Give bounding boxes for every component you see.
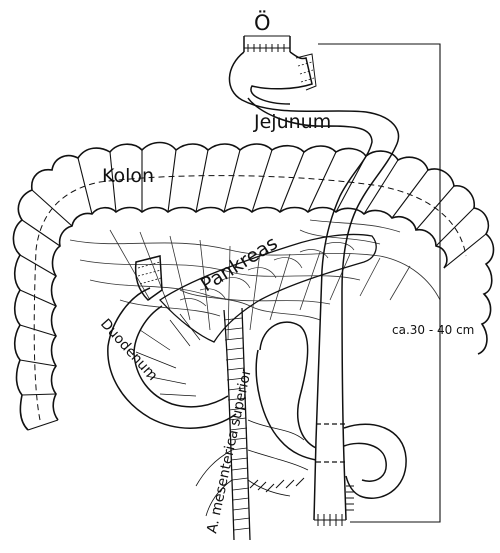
label-measurement: ca.30 - 40 cm xyxy=(392,323,474,337)
label-pancreas: Pankreas xyxy=(197,232,282,296)
label-jejunum: Jejunum xyxy=(253,111,331,133)
esophagus-stump xyxy=(244,36,290,52)
jejunum-limb-right-wall xyxy=(342,290,346,520)
mesentery-netting xyxy=(70,220,440,342)
jejunum-limb-left-wall xyxy=(314,270,322,520)
small-bowel-loop xyxy=(256,322,316,460)
colon-haustra xyxy=(20,150,486,430)
jejunal-side-loop xyxy=(344,424,406,498)
colon-drawing xyxy=(13,143,493,431)
label-duodenum: Duodenum xyxy=(97,316,160,384)
label-colon: Kolon xyxy=(102,165,154,187)
label-esophagus: Ö xyxy=(254,10,271,35)
esophagus-anastomosis xyxy=(244,44,290,52)
